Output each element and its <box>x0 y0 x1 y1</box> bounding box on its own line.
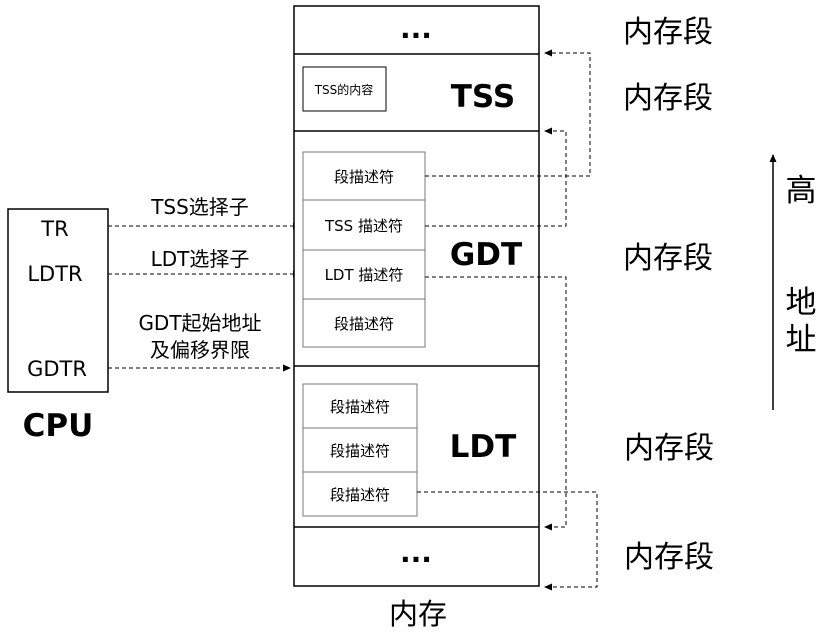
tss-content-box <box>302 66 387 112</box>
gdt-label: GDT <box>450 237 522 273</box>
top-ellipsis: ... <box>400 12 432 45</box>
gdt-descriptor-box <box>302 249 426 300</box>
tss-content-label: TSS的内容 <box>314 82 374 97</box>
gdt-descriptor-label: 段描述符 <box>334 168 394 186</box>
memory-segment-label: 内存段 <box>624 431 714 466</box>
ldtr-register-label: LDTR <box>27 262 82 286</box>
gdt-descriptor-label: TSS 描述符 <box>324 217 403 235</box>
memory-segment-label: 内存段 <box>623 241 713 276</box>
ldt-descriptor-label: 段描述符 <box>330 398 390 416</box>
gdt-descriptor-box <box>302 199 426 251</box>
gdt-segment-descriptor-connector <box>425 49 591 177</box>
gdt-descriptor-box <box>302 298 426 348</box>
memory-segment-label: 内存段 <box>623 81 713 116</box>
ldt-descriptor-connector <box>425 276 567 531</box>
address-axis-addr-label-1: 地 <box>786 285 817 321</box>
gdt-base-label-line2: 及偏移界限 <box>150 338 250 362</box>
gdt-descriptor-label: LDT 描述符 <box>325 266 404 284</box>
ldt-descriptor-box <box>302 427 418 473</box>
gdt-base-label-line1: GDT起始地址 <box>138 311 261 335</box>
tss-descriptor-connector <box>425 127 567 227</box>
ldt-segment-descriptor-connector <box>417 491 598 591</box>
ldt-label: LDT <box>450 429 517 465</box>
ldt-descriptor-box <box>302 471 418 517</box>
address-axis-addr-label-2: 址 <box>786 322 817 358</box>
ldt-descriptor-box <box>302 383 418 429</box>
gdtr-register-label: GDTR <box>27 357 87 381</box>
ldt-descriptor-label: 段描述符 <box>330 486 390 504</box>
address-axis-high-label: 高 <box>786 173 817 209</box>
cpu-box <box>7 208 109 393</box>
memory-segment-label: 内存段 <box>623 15 713 50</box>
tss-label: TSS <box>451 79 515 115</box>
tss-selector-label: TSS选择子 <box>150 195 249 219</box>
cpu-label: CPU <box>23 408 94 444</box>
memory-segment-label: 内存段 <box>624 540 714 575</box>
bottom-ellipsis: ... <box>400 536 432 569</box>
ldt-descriptor-label: 段描述符 <box>330 442 390 460</box>
tr-register-label: TR <box>40 217 68 241</box>
ldt-selector-label: LDT选择子 <box>151 247 250 271</box>
gdt-descriptor-label: 段描述符 <box>334 315 394 333</box>
memory-caption: 内存 <box>389 597 447 631</box>
